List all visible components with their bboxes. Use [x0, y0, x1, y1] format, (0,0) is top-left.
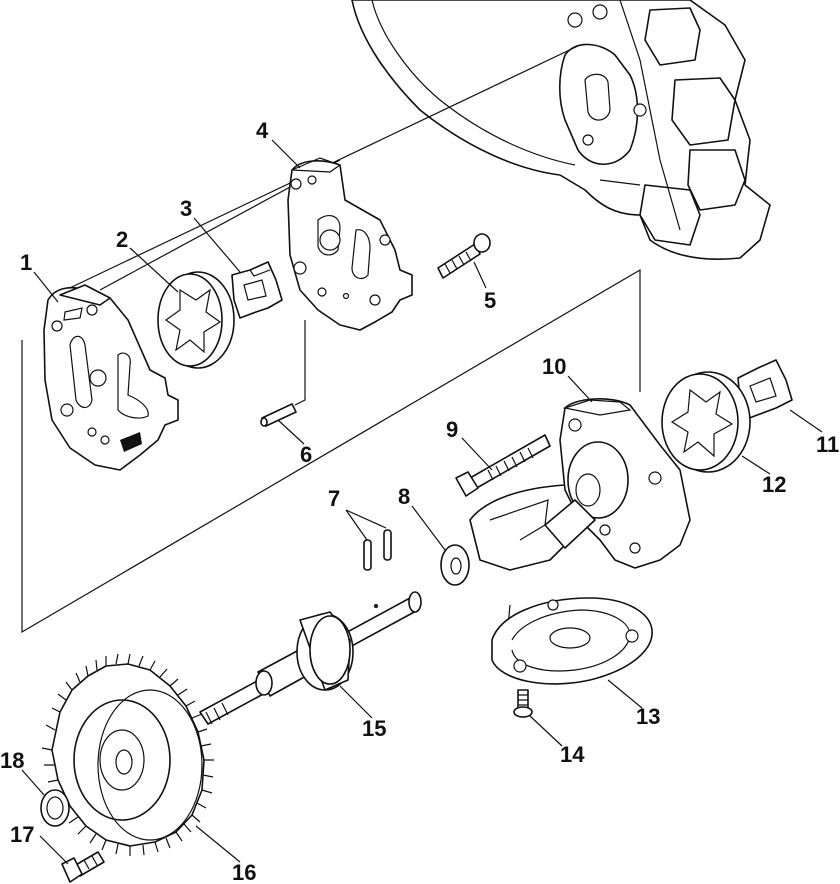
callout-17: 17 [10, 822, 34, 847]
callout-4: 4 [256, 118, 269, 143]
callout-18: 18 [0, 748, 24, 773]
part-6-dowel-pin [260, 403, 297, 427]
part-16-drive-gear [41, 653, 214, 856]
callout-3: 3 [180, 196, 192, 221]
part-13-strainer-plate [491, 597, 653, 685]
part-1-pump-body [43, 284, 179, 471]
part-18-washer [40, 789, 70, 827]
part-7-pins [363, 529, 392, 571]
callout-10: 10 [542, 354, 566, 379]
part-4-pump-cover [287, 157, 413, 331]
callout-7: 7 [328, 486, 340, 511]
callout-9: 9 [446, 417, 458, 442]
callout-15: 15 [362, 716, 386, 741]
callout-14: 14 [560, 742, 585, 767]
crankcase-housing [351, 0, 771, 260]
callout-labels: 1 2 3 4 5 6 7 8 9 10 11 12 13 14 15 16 1… [0, 118, 839, 884]
part-17-gear-bolt [61, 851, 105, 883]
part-15-pump-shaft [199, 591, 422, 725]
part-3-inner-rotor [231, 261, 283, 319]
callout-11: 11 [816, 432, 839, 457]
callout-13: 13 [636, 704, 660, 729]
part-9-long-bolt [455, 434, 551, 497]
part-10-pump-housing [469, 398, 691, 571]
callout-16: 16 [232, 860, 256, 884]
callout-6: 6 [300, 442, 312, 467]
callout-1: 1 [20, 250, 32, 275]
callout-8: 8 [398, 484, 410, 509]
part-12-outer-rotor [661, 371, 751, 473]
part-2-outer-rotor [157, 271, 235, 369]
callout-2: 2 [116, 227, 128, 252]
part-8-washer [440, 544, 470, 586]
part-5-bolt [437, 233, 491, 279]
callout-leaders [21, 139, 823, 865]
part-14-screw [513, 689, 533, 718]
callout-12: 12 [762, 472, 786, 497]
callout-5: 5 [484, 288, 496, 313]
